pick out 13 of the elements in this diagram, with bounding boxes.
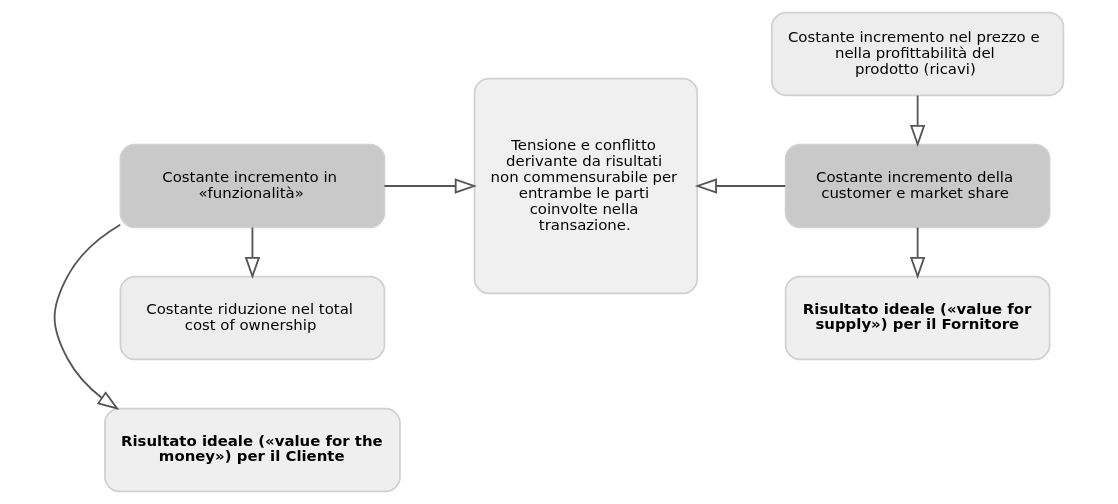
arrow (53, 223, 122, 411)
node-box: Tensione e conflitto derivante da risultati non commensurabile per entrambe le parti coinvolte nella transazione. (473, 77, 699, 295)
arrow (694, 178, 787, 194)
arrow (909, 94, 926, 147)
node-box: Risultato ideale («value for the money») per il Cliente (104, 407, 401, 493)
node-box: Costante riduzione nel total cost of ownership (119, 275, 386, 361)
node-box: Costante incremento della customer e market share (784, 143, 1051, 229)
node-box: Costante incremento in «funzionalità» (119, 143, 386, 229)
arrow (383, 178, 477, 194)
arrow (909, 226, 926, 279)
node-box: Risultato ideale («value for supply») per il Fornitore (784, 275, 1051, 361)
node-box: Costante incremento nel prezzo e nella profittabilità del prodotto (ricavi) (771, 11, 1065, 97)
arrow (244, 226, 261, 279)
